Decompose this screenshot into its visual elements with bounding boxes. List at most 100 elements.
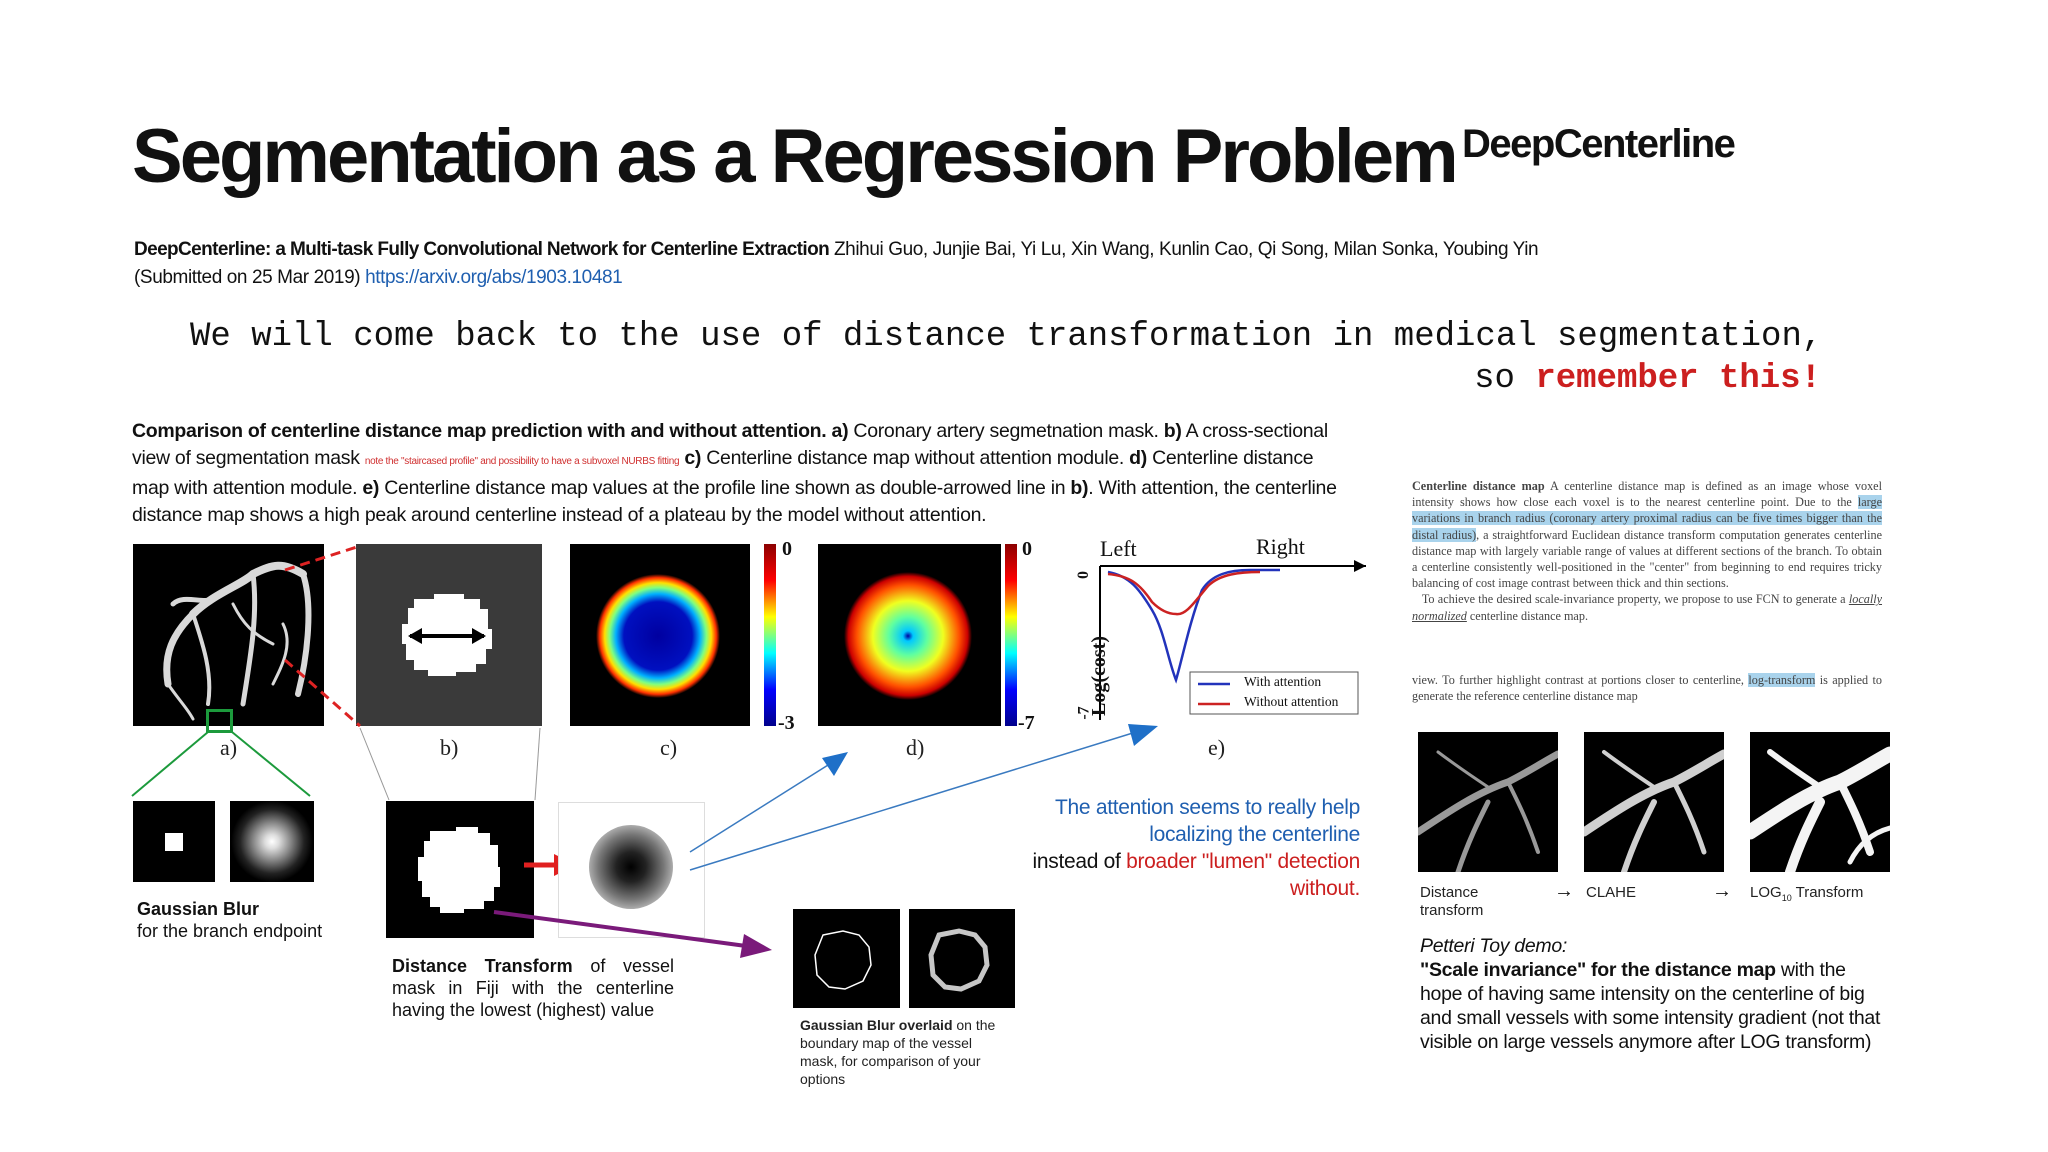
paper-reference: DeepCenterline: a Multi-task Fully Convo… (134, 236, 1539, 292)
plot-left-label: Left (1100, 536, 1137, 561)
cross-section-mask (402, 594, 492, 676)
remark-prefix: so (1474, 360, 1536, 398)
excerpt-p3b: is applied to generate the reference cen… (1412, 673, 1883, 704)
panel-d-with-attention (818, 544, 1001, 726)
excerpt-p2-emph: locally normalized (1412, 592, 1883, 623)
paper-excerpt-2: view. To further highlight contrast at p… (1412, 672, 1882, 704)
gaussian-text: for the branch endpoint (137, 921, 323, 941)
zoom-indicator-lines (284, 544, 361, 728)
plot-right-label: Right (1256, 534, 1305, 559)
arxiv-link[interactable]: https://arxiv.org/abs/1903.10481 (365, 267, 623, 288)
panel-d-label: d) (906, 735, 925, 760)
panel-c-without-attention (570, 544, 750, 726)
pipeline-log-image (1742, 732, 1898, 877)
panel-e-label: e) (1208, 735, 1226, 760)
green-connector-lines (131, 731, 311, 797)
caption-e-tail: . With attention, the centerline distanc… (132, 477, 1337, 526)
title-tag: DeepCenterline (1462, 122, 1736, 166)
colorbar-d (1005, 544, 1017, 726)
caption-b-label: b) (1163, 420, 1182, 442)
excerpt-p1a: A centerline distance map is defined as … (1412, 479, 1882, 510)
excerpt-p3-highlight: log-transform (1748, 673, 1816, 687)
colorbar-c (764, 544, 776, 726)
caption-a-label: a) (831, 420, 849, 442)
overlay-gaussian-image (909, 909, 1015, 1008)
endpoint-gaussian-image (230, 801, 314, 882)
pipeline-step-2: CLAHE (1586, 884, 1637, 901)
heatmap-d (844, 572, 972, 700)
excerpt-p3a: view. To further highlight contrast at p… (1412, 673, 1749, 687)
caption-c-text: Centerline distance map without attentio… (701, 447, 1130, 469)
paper-authors: Zhihui Guo, Junjie Bai, Yi Lu, Xin Wang,… (833, 239, 1539, 260)
pipeline-clahe-image (1579, 732, 1729, 875)
slide-title: Segmentation as a Regression Problem (132, 114, 1459, 199)
excerpt-p2a: To achieve the desired scale-invariance … (1421, 592, 1849, 607)
pipeline-distance-image (1414, 732, 1562, 875)
toy-demo-text: with the hope of having same intensity o… (1420, 959, 1881, 1053)
pipeline-arrow-2: → (1712, 880, 1732, 902)
pipeline-step-1: Distance transform (1420, 884, 1484, 919)
heatmap-c (596, 574, 720, 698)
caption-d-text: Centerline distance map with attention m… (132, 447, 1314, 499)
figure-caption: Comparison of centerline distance map pr… (132, 418, 1352, 529)
purple-arrow (493, 910, 772, 958)
caption-e-ref: b) (1070, 477, 1089, 499)
caption-a-text: Coronary artery segmetnation mask. (848, 420, 1164, 442)
toy-demo-bold: "Scale invariance" for the distance map (1420, 959, 1776, 981)
overlay-boundary-image (793, 909, 900, 1008)
panel-b-cross-section (356, 544, 542, 726)
colorbar-d-top: 0 (1022, 538, 1032, 560)
excerpt-p2b: centerline distance map. (1466, 608, 1588, 623)
remark-emphasis: remember this! (1535, 360, 1821, 398)
caption-e-label: e) (362, 477, 380, 499)
panel-c-label: c) (660, 735, 678, 760)
attention-annotation: The attention seems to really help local… (1020, 794, 1361, 902)
panel-a-coronary-mask (133, 544, 324, 726)
colorbar-c-bottom: -3 (778, 712, 795, 734)
dt-title: Distance Transform (392, 956, 573, 976)
attention-blue-text: The attention seems to really help local… (1055, 796, 1360, 846)
pipeline-step-3-sub: 10 (1781, 893, 1792, 903)
legend-without-attention: Without attention (1244, 694, 1339, 709)
pipeline-arrow-1: → (1554, 880, 1574, 902)
coronary-tree-image (163, 561, 312, 721)
distance-transform-image (558, 802, 705, 938)
dt-text: of vessel mask in Fiji with the centerli… (392, 956, 674, 1020)
gaussian-annotation: Gaussian Blur for the branch endpoint (137, 898, 327, 942)
caption-d-label: d) (1129, 447, 1147, 469)
attention-red-text: broader "lumen" detection without. (1126, 850, 1360, 900)
pipeline-step-3-main: LOG (1750, 884, 1782, 901)
pipeline-step-3: LOG10 Transform (1750, 884, 1863, 907)
panel-e-profile-plot (1099, 560, 1366, 720)
panel-a-label: a) (220, 735, 238, 760)
overlay-title: Gaussian Blur overlaid (800, 1017, 953, 1033)
endpoint-mask-image (133, 801, 215, 882)
paper-title: DeepCenterline: a Multi-task Fully Convo… (134, 239, 830, 260)
caption-b-text: A cross-sectional view of segmentation m… (132, 420, 1328, 469)
remark-line-2: so remember this! (1474, 358, 1821, 400)
gaussian-title: Gaussian Blur (137, 899, 260, 919)
caption-lead: Comparison of centerline distance map pr… (132, 420, 827, 442)
pipeline-step-3-tail: Transform (1791, 884, 1864, 901)
colorbar-d-bottom: -7 (1018, 712, 1035, 734)
blue-arrows (689, 724, 1158, 871)
overlay-annotation: Gaussian Blur overlaid on the boundary m… (800, 1016, 1010, 1088)
excerpt-heading: Centerline distance map (1412, 479, 1545, 493)
plot-ytick-bottom: -7 (1075, 706, 1093, 720)
caption-red-note: note the "staircased profile" and possib… (364, 456, 680, 467)
plot-ytick-top: 0 (1075, 571, 1092, 579)
distance-transform-annotation: Distance Transform of vessel mask in Fij… (392, 955, 674, 1021)
attention-black-text: instead of (1032, 850, 1127, 873)
toy-demo-title: Petteri Toy demo: (1420, 935, 1568, 957)
excerpt-p1b: , a straightforward Euclidean distance t… (1412, 527, 1882, 591)
panel-b-label: b) (440, 735, 459, 760)
toy-demo: Petteri Toy demo: "Scale invariance" for… (1420, 934, 1890, 1054)
branch-endpoint-box (206, 709, 233, 733)
paper-excerpt: Centerline distance map A centerline dis… (1412, 478, 1882, 624)
colorbar-c-top: 0 (782, 538, 792, 560)
legend-with-attention: With attention (1244, 674, 1322, 689)
gray-connector-lines (359, 727, 541, 801)
overlay-text: on the boundary map of the vessel mask, … (800, 1017, 996, 1087)
caption-e-text: Centerline distance map values at the pr… (379, 477, 1071, 499)
submitted-date: (Submitted on 25 Mar 2019) (134, 267, 361, 288)
